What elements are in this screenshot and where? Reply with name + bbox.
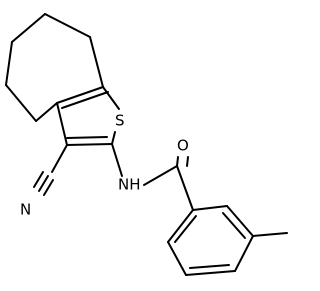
thiophene-ring <box>56 86 120 146</box>
ring-bond <box>102 86 120 110</box>
nitrile-bond <box>33 171 44 188</box>
ring-bond <box>66 136 108 139</box>
ring-bond <box>189 264 230 269</box>
structure-diagram: S N NH O <box>5 13 288 276</box>
molecule-canvas: S N NH O <box>5 13 288 276</box>
nitrile-bond <box>43 179 54 196</box>
amide-nh-label: NH <box>118 176 141 194</box>
ring-bond <box>56 102 68 146</box>
methyl-bond <box>252 232 288 237</box>
ring-bond <box>167 241 187 276</box>
amide-bond <box>186 156 189 167</box>
ring-bond <box>234 235 254 272</box>
ring-bond <box>5 84 37 122</box>
nitrile-bond <box>38 175 49 192</box>
amide-bond <box>176 165 194 211</box>
ring-bond <box>185 270 236 276</box>
ring-bond <box>226 205 254 237</box>
nitrile-bond <box>51 144 68 173</box>
ring-bond <box>61 91 109 109</box>
amide-bond <box>143 165 178 186</box>
ring-bond <box>35 102 58 122</box>
ring-bond <box>11 13 46 43</box>
ring-bond <box>66 143 113 146</box>
ring-bond <box>111 131 116 145</box>
cyano-nitrogen-label: N <box>20 201 31 219</box>
ring-bond <box>174 215 197 243</box>
amide-linkage <box>111 143 194 211</box>
ring-bond <box>89 36 104 88</box>
ring-bond <box>5 41 13 86</box>
ring-bond <box>167 209 194 243</box>
sulfur-atom-label: S <box>115 112 125 130</box>
benzene-ring <box>167 205 254 276</box>
cyclooctane-ring <box>5 13 104 122</box>
ring-bond <box>222 212 246 239</box>
amide-bond <box>176 156 179 167</box>
nitrile-group <box>33 144 68 196</box>
amide-bond <box>111 143 123 177</box>
ring-bond <box>56 86 104 104</box>
carbonyl-oxygen-label: O <box>177 137 189 155</box>
ring-bond <box>44 13 91 38</box>
ring-bond <box>192 205 228 211</box>
